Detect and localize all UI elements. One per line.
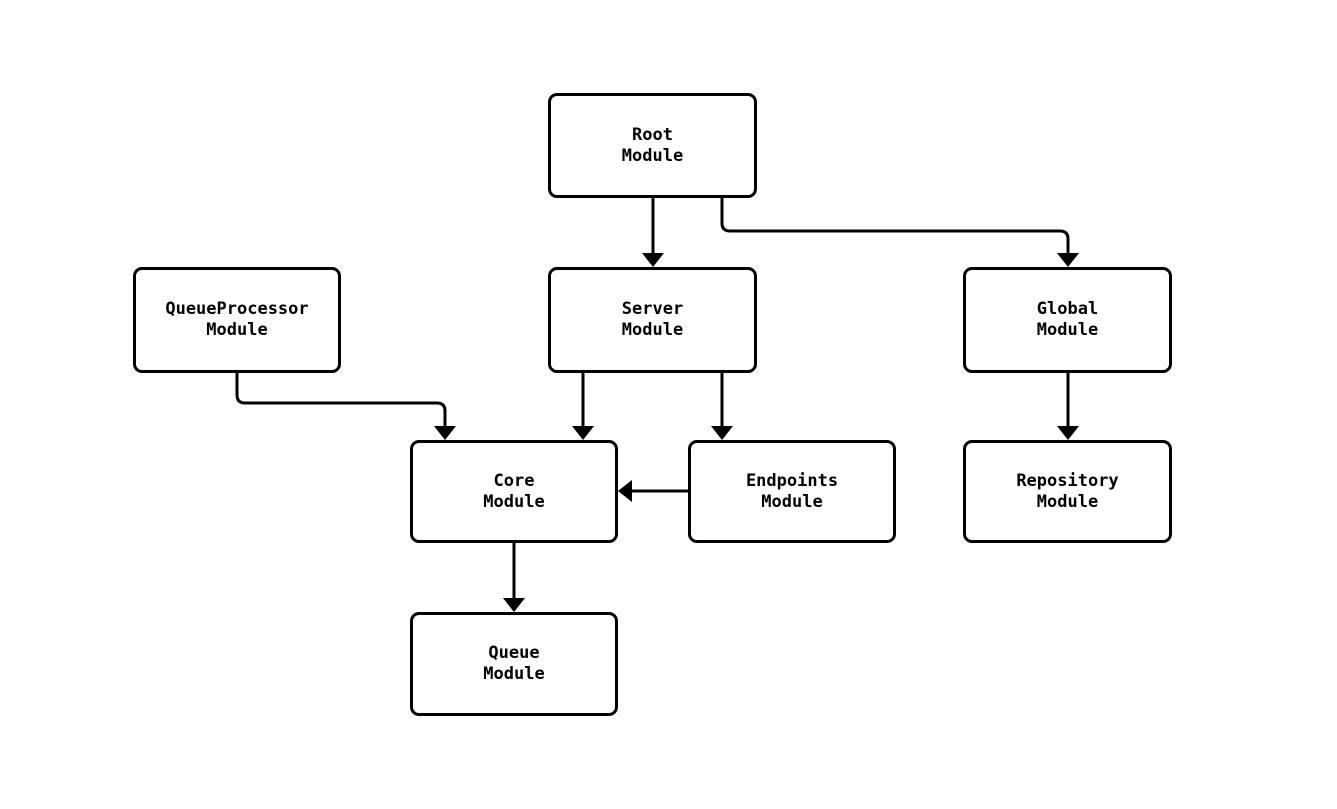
node-label: Repository Module: [1016, 470, 1119, 512]
node-label: Queue Module: [483, 643, 545, 684]
node-core-module: Core Module: [410, 440, 618, 543]
node-label: Core Module: [483, 470, 545, 512]
node-label: QueueProcessor Module: [165, 299, 309, 340]
node-repository-module: Repository Module: [963, 440, 1172, 543]
node-label: Server Module: [621, 299, 684, 340]
edge-core-to-queue: [503, 543, 525, 612]
edge-root-to-global: [720, 198, 1079, 267]
arrowhead-down-icon: [1057, 253, 1079, 267]
arrowhead-down-icon: [572, 426, 594, 440]
arrowhead-down-icon: [1057, 426, 1079, 440]
arrowhead-down-icon: [434, 426, 456, 440]
arrowhead-down-icon: [642, 253, 664, 267]
node-server-module: Server Module: [548, 267, 757, 373]
node-label: Root Module: [621, 124, 684, 166]
arrowhead-left-icon: [618, 480, 632, 502]
edge-server-to-endpoints: [711, 373, 733, 440]
node-queue-module: Queue Module: [410, 612, 618, 716]
arrowhead-down-icon: [711, 426, 733, 440]
node-label: Global Module: [1036, 299, 1099, 340]
node-global-module: Global Module: [963, 267, 1172, 373]
edge-queueprocessor-to-core: [235, 373, 456, 440]
edge-root-to-server: [642, 198, 664, 267]
edge-global-to-repository: [1057, 373, 1079, 440]
arrowhead-down-icon: [503, 598, 525, 612]
edge-server-to-core: [572, 373, 594, 440]
node-root-module: Root Module: [548, 93, 757, 198]
edge-endpoints-to-core: [618, 480, 688, 502]
node-label: Endpoints Module: [745, 470, 839, 512]
node-endpoints-module: Endpoints Module: [688, 440, 896, 543]
node-queueprocessor-module: QueueProcessor Module: [133, 267, 341, 373]
